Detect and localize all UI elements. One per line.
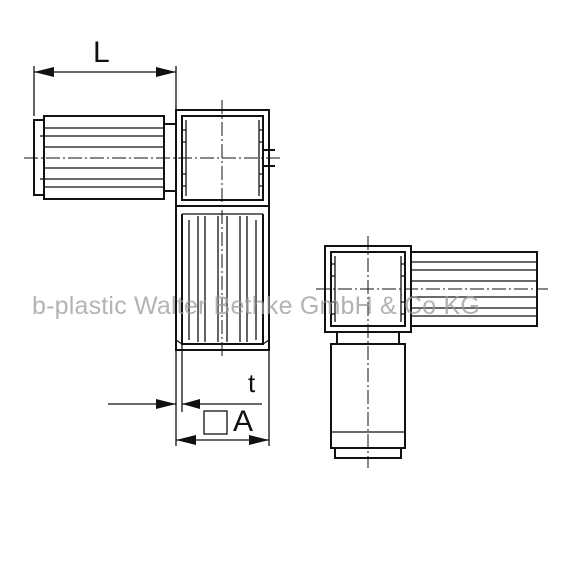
right-horizontal-tube bbox=[411, 251, 538, 327]
dimension-label-L: L bbox=[93, 36, 110, 69]
center-lines-top-left bbox=[24, 100, 282, 356]
watermark-text: b-plastic Walter Bethke GmbH & Co KG bbox=[32, 292, 481, 320]
right-view bbox=[316, 236, 548, 468]
dimension-label-A: A bbox=[233, 405, 254, 438]
center-lines-right bbox=[316, 236, 548, 468]
top-left-view bbox=[24, 100, 282, 356]
dimension-A bbox=[176, 410, 269, 445]
dimension-label-t: t bbox=[248, 368, 256, 398]
square-symbol bbox=[203, 410, 228, 435]
dimension-t bbox=[108, 344, 270, 446]
horizontal-plug bbox=[33, 115, 176, 200]
dimension-L bbox=[33, 66, 177, 116]
